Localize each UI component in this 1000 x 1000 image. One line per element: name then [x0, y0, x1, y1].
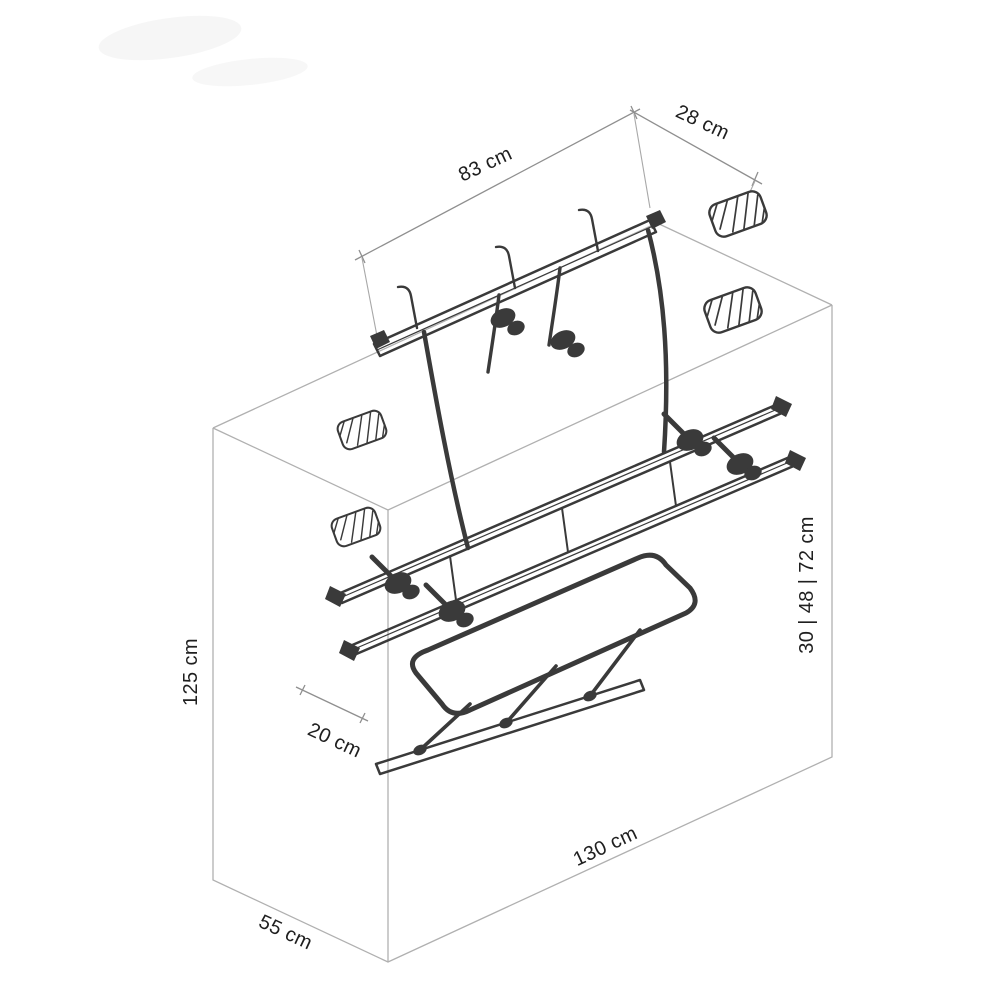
wheel-clamp-blob — [744, 465, 762, 481]
wall-bracket-mid-right — [703, 286, 763, 334]
bar-foot — [499, 717, 513, 729]
dim-label-height: 125 cm — [180, 638, 202, 706]
lower-frame-tube — [410, 552, 698, 716]
clamp-blob — [507, 320, 525, 336]
clamp-blob — [567, 342, 585, 358]
dim-label-mount-heights: 30 | 48 | 72 cm — [796, 516, 818, 654]
right-support-arm — [645, 227, 669, 455]
bracket-hatching — [333, 507, 380, 543]
upper-rail-outline — [372, 218, 658, 358]
front-rail-outline — [348, 454, 798, 657]
bracket-hatching — [711, 191, 766, 233]
support-arms — [421, 227, 669, 551]
dim-20-line — [295, 686, 369, 722]
dim-83-line — [354, 108, 641, 261]
bar-foot — [413, 744, 427, 756]
wheel-clamp-blob — [402, 584, 420, 600]
left-support-arm — [421, 329, 471, 551]
clamp-tubes — [486, 266, 562, 374]
upper-mounting-rail — [370, 208, 666, 358]
clamp-blob — [490, 308, 516, 328]
watermark-shape — [192, 57, 308, 87]
wheel-tray-platform — [325, 396, 806, 661]
wall-mount-brackets — [330, 190, 768, 548]
bracket-hatching — [706, 287, 761, 329]
clamp-blob — [550, 330, 576, 350]
wheel-clamp-levers — [369, 411, 737, 608]
lower-mounting-bar — [374, 678, 646, 776]
bike-carrier-drawing — [325, 190, 806, 776]
frame-holder-clamps — [486, 266, 585, 374]
dim-label-bottom-width: 130 cm — [570, 822, 641, 871]
wall-bracket-lower-left — [330, 506, 382, 548]
dim-label-gap: 20 cm — [304, 719, 364, 763]
dim-label-top-depth: 28 cm — [672, 101, 732, 145]
bounding-box — [212, 222, 833, 963]
cross-braces — [449, 461, 677, 601]
lower-tube-frame — [410, 552, 698, 752]
wall-bracket-top-right — [708, 190, 768, 238]
wheel-clamp-blob — [456, 612, 474, 628]
upper-rail-hook-brackets — [396, 208, 600, 330]
rail-channel-lines — [339, 407, 795, 651]
dimension-lines — [295, 105, 763, 724]
bracket-hatching — [339, 410, 386, 446]
dimension-ticks — [299, 105, 759, 724]
watermark-shape — [98, 15, 242, 61]
wheel-clamp-blob — [694, 441, 712, 457]
wall-bracket-upper-left — [336, 409, 388, 451]
frame-struts — [418, 628, 642, 752]
dim-28-line — [629, 109, 763, 185]
dim-label-bottom-depth: 55 cm — [255, 911, 315, 955]
box-wireframe — [212, 222, 833, 963]
bar-foot — [583, 690, 597, 702]
watermark-smudge — [98, 15, 308, 87]
